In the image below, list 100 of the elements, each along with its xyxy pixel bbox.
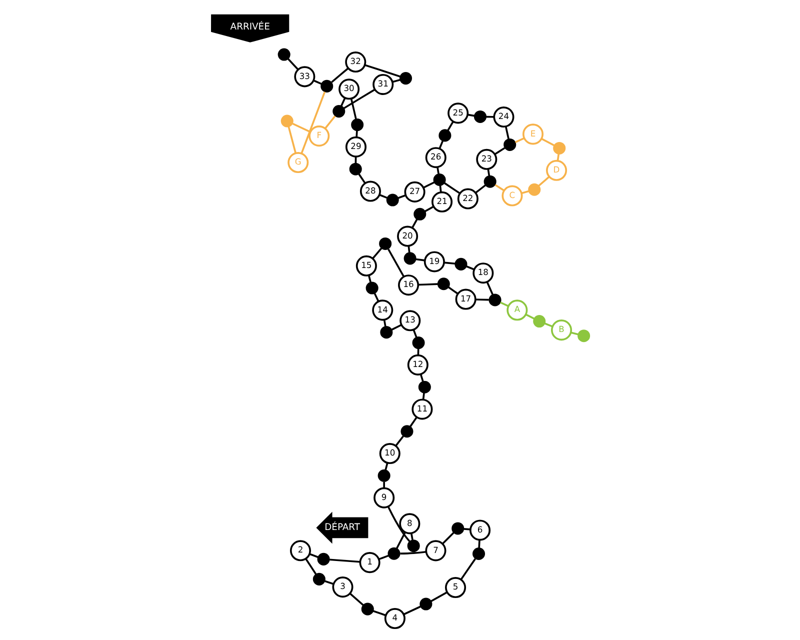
node-circle (418, 380, 430, 394)
node-circle: 20 (396, 226, 418, 247)
node-circle: 4 (384, 608, 405, 630)
connector (466, 266, 474, 270)
node-circle (406, 540, 420, 552)
connector (422, 392, 424, 400)
connector (443, 182, 460, 194)
node-circle (472, 547, 485, 560)
connector (287, 126, 296, 154)
node-circle: F (308, 126, 330, 147)
connector (358, 174, 366, 184)
connector (387, 248, 404, 278)
connector (372, 248, 382, 259)
node-circle (377, 469, 390, 482)
node-circle: B (550, 320, 572, 341)
connector (368, 275, 371, 282)
connector (514, 137, 524, 144)
connector (348, 592, 364, 606)
node-circle: 15 (355, 255, 376, 276)
node-circle: 7 (424, 540, 446, 562)
node-circle: 8 (398, 513, 420, 534)
node-circle: 16 (398, 274, 419, 296)
connector (340, 98, 346, 106)
connector (329, 558, 360, 563)
node-circle: 9 (373, 487, 394, 508)
connector (410, 218, 418, 228)
node-circle (320, 80, 333, 92)
connector (415, 258, 424, 262)
node-circle: D (546, 160, 567, 181)
connector (443, 262, 455, 265)
node-circle (412, 336, 424, 350)
connector (407, 246, 410, 253)
connector (395, 532, 406, 549)
connector (460, 558, 476, 580)
connector (556, 154, 559, 161)
node-circle: 30 (338, 78, 360, 100)
node-circle: 17 (454, 288, 476, 310)
connector (342, 88, 375, 110)
connector (448, 286, 458, 294)
node-circle (360, 602, 374, 616)
connector (422, 182, 434, 188)
connector (494, 147, 505, 155)
connector (412, 329, 417, 338)
connector (436, 166, 439, 174)
connector (544, 322, 552, 328)
connector (486, 282, 493, 295)
connector (364, 64, 400, 78)
node-circle (436, 278, 450, 290)
node-circle: 12 (406, 354, 428, 376)
connector (378, 194, 387, 199)
node-circle: 3 (332, 576, 353, 598)
node-circle (387, 547, 400, 560)
connector (438, 140, 443, 149)
connector (382, 320, 386, 327)
connector (538, 176, 550, 186)
node-circle: 13 (399, 310, 420, 332)
connector (463, 528, 470, 530)
node-circle: 19 (423, 251, 444, 272)
node-circle: 18 (472, 262, 494, 284)
connector (384, 462, 388, 470)
node-circle (419, 598, 432, 610)
connector (430, 592, 447, 602)
node-circle (350, 118, 364, 132)
node-circle (386, 194, 398, 206)
node-circle: 24 (492, 106, 514, 128)
connector (304, 558, 316, 575)
node-circle (277, 48, 290, 61)
node-circle (378, 237, 392, 250)
connector (350, 98, 356, 120)
connector (438, 185, 442, 192)
node-circle: 11 (411, 398, 432, 420)
connector (441, 532, 454, 544)
node-circle: G (287, 152, 308, 174)
connector (287, 58, 298, 70)
connector (330, 68, 348, 83)
connector (392, 79, 400, 83)
connector (400, 550, 426, 554)
node-circle: E (522, 124, 544, 145)
connector (378, 554, 388, 560)
connector (418, 283, 438, 286)
node-circle (473, 110, 486, 123)
connector (292, 122, 310, 133)
connector (390, 324, 402, 330)
node-circle (280, 114, 293, 128)
connector (474, 184, 486, 194)
node-circle: 2 (289, 540, 311, 562)
connector (324, 580, 334, 585)
connector (397, 194, 406, 199)
connector (300, 91, 326, 154)
connector (324, 116, 336, 129)
node-circle (432, 173, 446, 186)
node-circle: C (501, 185, 522, 206)
node-circle (528, 183, 540, 196)
node-circle: 25 (447, 102, 468, 124)
node-circle (332, 105, 345, 118)
node-circle (454, 258, 467, 270)
node-circle (577, 330, 590, 342)
node-circle: 29 (344, 136, 366, 158)
node-circle (438, 129, 451, 142)
node-circle (400, 425, 413, 438)
